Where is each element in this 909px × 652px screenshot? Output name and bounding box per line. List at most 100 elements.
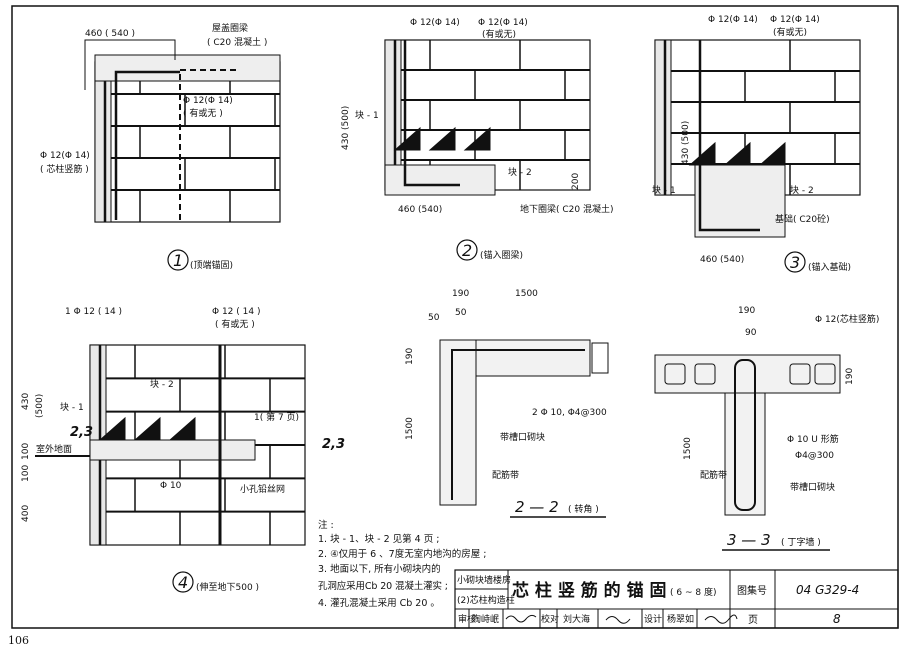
optional-rebar (179, 69, 240, 220)
detail-caption: (锚入基础) (808, 261, 851, 273)
checker-signature (605, 616, 631, 624)
detail-3: Φ 12(Φ 14) Φ 12(Φ 14) (有或无) 430 (500) 块 … (652, 15, 851, 273)
atlas-number: 04 G329-4 (796, 583, 859, 597)
block-web (723, 141, 751, 166)
rebar-hook (698, 40, 760, 232)
dim-label: 1500 (683, 437, 693, 460)
dim-label: 430 (500) (341, 106, 351, 150)
reinforced-band (89, 439, 256, 461)
series-label: (2)芯柱构造柱 (457, 594, 515, 606)
sheet-subtitle: ( 6 ~ 8 度) (670, 586, 716, 598)
block-web (463, 126, 491, 151)
detail-number: 3 (790, 253, 800, 272)
book-page-number: 106 (8, 634, 29, 647)
dim-label: 100 (21, 465, 31, 482)
section-wall-vertical (439, 339, 477, 506)
note-item: 3. 地面以下, 所有小砌块内的 (318, 563, 441, 575)
block-cell (694, 363, 716, 385)
dim-label: 190 (845, 368, 855, 385)
rebar-hook (114, 70, 180, 220)
sheet-title: 芯 柱 竖 筋 的 锚 固 (512, 580, 667, 601)
mesh-label: 小孔铅丝网 (240, 483, 285, 495)
designer-name: 杨翠如 (667, 613, 694, 625)
section-2-2: 190 1500 50 50 190 1500 2 Φ 10, Φ4@300 带… (405, 289, 607, 518)
bar-label: 1 Φ 12 ( 14 ) (65, 307, 122, 317)
core-column (654, 39, 672, 196)
note-item: 2. ④仅用于 6 、7度无室内地沟的房屋 ; (318, 548, 486, 560)
dim-label: 200 (571, 173, 581, 190)
block-cell (789, 363, 811, 385)
dim-label: 190 (405, 348, 415, 365)
block-web (428, 126, 456, 151)
dim-label: 190 (452, 289, 469, 299)
block-label: 块 - 1 (355, 109, 379, 121)
core-column (94, 61, 112, 223)
bar-note: ( 有或无 ) (215, 318, 255, 330)
core-bar-label: Φ 12(芯柱竖筋) (815, 313, 879, 325)
block-label: 块 - 2 (790, 184, 814, 196)
dim-label: 50 (428, 313, 440, 323)
detail-caption: (伸至地下500 ) (196, 581, 259, 593)
corner-rebar (451, 349, 585, 500)
detail-number: 1 (173, 251, 183, 270)
block-label: 块 - 2 (508, 166, 532, 178)
block-label: 块 - 1 (652, 184, 676, 196)
block-label: 块 - 2 (150, 378, 174, 390)
block-label: 块 - 1 (60, 401, 84, 413)
band-label: 配筋带 (700, 469, 727, 481)
section-wall-horizontal (654, 354, 841, 394)
rebar-label: 2 Φ 10, Φ4@300 (532, 408, 607, 418)
ref-label: 1( 第 7 页) (254, 411, 299, 423)
page-label: 页 (748, 614, 758, 626)
section-title: 3 — 3 (727, 531, 771, 549)
dim-label: (500) (35, 394, 45, 418)
dimension-line (84, 39, 176, 90)
dim-label: 90 (745, 328, 757, 338)
ground-label: 室外地面 (36, 443, 72, 455)
bar-label: Φ 12(Φ 14) (410, 18, 460, 28)
designer-signature (704, 614, 738, 624)
block-label: 带槽口砌块 (790, 481, 835, 493)
beam-label: 屋盖圈梁 (212, 22, 248, 34)
beam-concrete-label: ( C20 混凝土 ) (207, 36, 267, 48)
notes-heading: 注 : (318, 519, 334, 531)
section-caption: ( 丁字墙 ) (781, 536, 821, 548)
section-mark: 2,3 (70, 425, 93, 440)
section-wall-vertical (724, 392, 766, 516)
bar-label: Φ 12(Φ 14) (478, 18, 528, 28)
dim-label: 100 (21, 443, 31, 460)
bar-note: (有或无) (773, 26, 807, 38)
dim-label: 50 (455, 308, 467, 318)
note-item: 4. 灌孔混凝土采用 Cb 20 。 (318, 597, 440, 609)
u-bar (734, 359, 756, 511)
page-number-sheet: 8 (833, 612, 841, 626)
dim-label: 1500 (405, 417, 415, 440)
detail-number-circle (167, 249, 189, 271)
detail-number-circle (784, 251, 806, 273)
block-web (168, 416, 196, 441)
foundation (694, 164, 786, 238)
detail-1: 460 ( 540 ) 屋盖圈梁 ( C20 混凝土 ) Φ 12(Φ 14) … (40, 22, 267, 271)
dim-label: 400 (21, 505, 31, 522)
detail-caption: (锚入圈梁) (480, 249, 523, 261)
section-title: 2 — 2 (515, 498, 559, 516)
bar-label: Φ 10 (160, 481, 182, 491)
dim-label: 460 (540) (700, 255, 744, 265)
detail-number-circle (456, 239, 478, 261)
roof-ring-beam (94, 54, 281, 82)
design-label: 设计 (644, 613, 662, 625)
dim-label: 1500 (515, 289, 538, 299)
block-web (393, 126, 421, 151)
reviewer-name: 陶峙岷 (472, 613, 499, 625)
checker-name: 刘大海 (563, 613, 590, 625)
review-label: 审核 (458, 613, 476, 625)
section-3-3: 190 90 Φ 12(芯柱竖筋) 190 1500 Φ 10 U 形筋 Φ4@… (683, 306, 879, 551)
section-caption: ( 转角 ) (568, 503, 599, 515)
notes: 注 : 1. 块 - 1、块 - 2 见第 4 页 ; 2. ④仅用于 6 、7… (318, 519, 486, 609)
detail-number: 4 (178, 573, 188, 592)
note-item: 孔洞应采用Cb 20 混凝土灌实 ; (318, 580, 448, 592)
wall-elevation-1 (94, 61, 281, 223)
title-block-text: 小砌块墙楼房 (2)芯柱构造柱 芯 柱 竖 筋 的 锚 固 ( 6 ~ 8 度)… (457, 574, 859, 626)
reviewer-signature (505, 614, 537, 623)
